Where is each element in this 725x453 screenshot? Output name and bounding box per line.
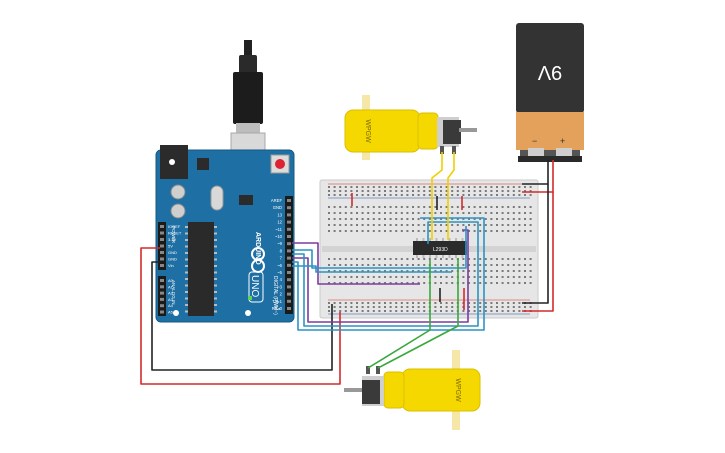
motor-bottom-label: WPGW xyxy=(454,378,461,402)
wire-signal-purple[interactable] xyxy=(292,242,420,285)
l293d-motor-driver[interactable]: L293D xyxy=(413,238,467,258)
wire-arduino-gnd[interactable] xyxy=(151,261,333,371)
power-label: POWER xyxy=(171,226,176,244)
digital-pin-label: ~10 xyxy=(275,234,283,239)
digital-header xyxy=(285,196,293,314)
dc-motor-bottom[interactable]: WPGW xyxy=(344,350,481,430)
digital-pin-label: 13 xyxy=(277,212,282,217)
arduino-model-label: UNO xyxy=(249,275,260,297)
crystal xyxy=(210,185,224,211)
digital-pin-label: GND xyxy=(273,205,282,210)
wire-signal-blue-4[interactable] xyxy=(292,265,452,273)
power-pin-label: A2 xyxy=(168,291,174,296)
digital-pin-label: 2 xyxy=(280,292,283,297)
wire-motor-bottom-a[interactable] xyxy=(367,260,431,369)
digital-pin-label: ~6 xyxy=(277,263,282,268)
wire-motor-top-a[interactable] xyxy=(431,152,443,240)
power-pin-label: 3.3V xyxy=(168,237,177,242)
on-led xyxy=(248,296,252,300)
digital-pin-label: ~9 xyxy=(277,241,282,246)
wire-signal-purple-2[interactable] xyxy=(292,229,469,323)
power-pin-label: A3 xyxy=(168,297,174,302)
wire-rail-red-bottom[interactable] xyxy=(522,192,554,312)
digital-pin-label: 12 xyxy=(277,220,282,225)
power-pin-label: Vin xyxy=(168,263,174,268)
power-pin-label: 5V xyxy=(168,244,173,249)
wire-arduino-5v[interactable] xyxy=(140,247,341,385)
wire-signal-blue-3[interactable] xyxy=(292,217,485,331)
capacitor xyxy=(170,184,186,200)
battery-plus-label: + xyxy=(560,136,565,146)
power-pin-label: A1 xyxy=(168,284,174,289)
capacitor xyxy=(170,203,186,219)
digital-pin-label: ~3 xyxy=(277,284,282,289)
dc-motor-top[interactable]: WPGW xyxy=(344,95,477,160)
digital-pin-label: AREF xyxy=(271,198,283,203)
analog-in-label: ANALOG IN xyxy=(171,280,176,305)
power-pin-label: A4 xyxy=(168,303,174,308)
digital-pin-label: 8 xyxy=(280,248,283,253)
battery-minus-label: − xyxy=(532,136,537,146)
power-pin-label: A0 xyxy=(168,278,174,283)
driver-chip-label: L293D xyxy=(433,247,448,253)
wire-rail-black-bottom[interactable] xyxy=(522,184,549,304)
wire-signal-blue-2[interactable] xyxy=(292,221,479,327)
digital-pin-label: TX▸1 xyxy=(272,299,282,304)
battery-voltage-label: 9V xyxy=(537,61,562,83)
power-pin-label: GND xyxy=(168,257,177,262)
digital-pin-label: ~11 xyxy=(275,227,282,232)
wire-signal-blue-1[interactable] xyxy=(292,226,467,269)
power-pin-label: GND xyxy=(168,250,177,255)
digital-pin-label: RX◂0 xyxy=(272,306,283,311)
power-pin-label: IOREF xyxy=(168,224,181,229)
motor-top-label: WPGW xyxy=(364,119,371,143)
digital-pin-label: 7 xyxy=(280,256,283,261)
battery-9v[interactable]: 9V − + xyxy=(516,23,584,162)
digital-pin-label: 4 xyxy=(280,277,283,282)
analog-header xyxy=(158,276,166,316)
wire-motor-bottom-b[interactable] xyxy=(377,258,459,369)
power-pin-label: A5 xyxy=(168,310,174,315)
digital-pwm-label: DIGITAL (PWM~) xyxy=(272,276,278,315)
arduino-uno-board[interactable]: ARDUINO UNO DIGITAL (PWM~) POWER ANALOG … xyxy=(155,145,295,323)
atmega-chip xyxy=(188,222,214,316)
wire-motor-top-b[interactable] xyxy=(447,152,455,240)
digital-pin-label: ~5 xyxy=(277,270,282,275)
power-pin-label: RESET xyxy=(168,231,182,236)
